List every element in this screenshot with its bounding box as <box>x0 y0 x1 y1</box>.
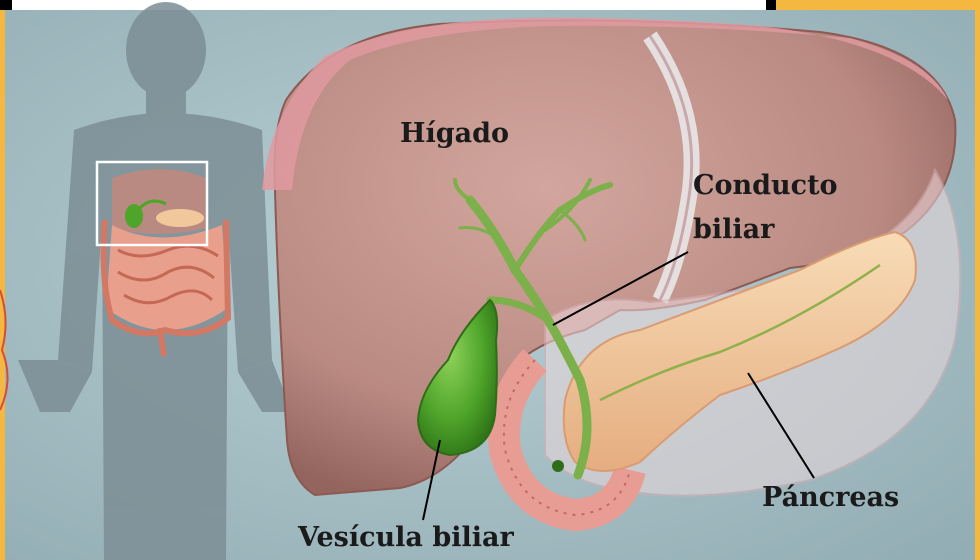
liver-label: Hígado <box>400 120 509 148</box>
gallbladder-label: Vesícula biliar <box>298 524 514 552</box>
left-frame-edge <box>0 10 5 560</box>
bile-duct-label-line2: biliar <box>693 216 774 244</box>
right-frame-edge <box>975 10 980 560</box>
pancreas-label: Páncreas <box>762 484 899 512</box>
bile-duct-label-line1: Conducto <box>693 172 838 200</box>
